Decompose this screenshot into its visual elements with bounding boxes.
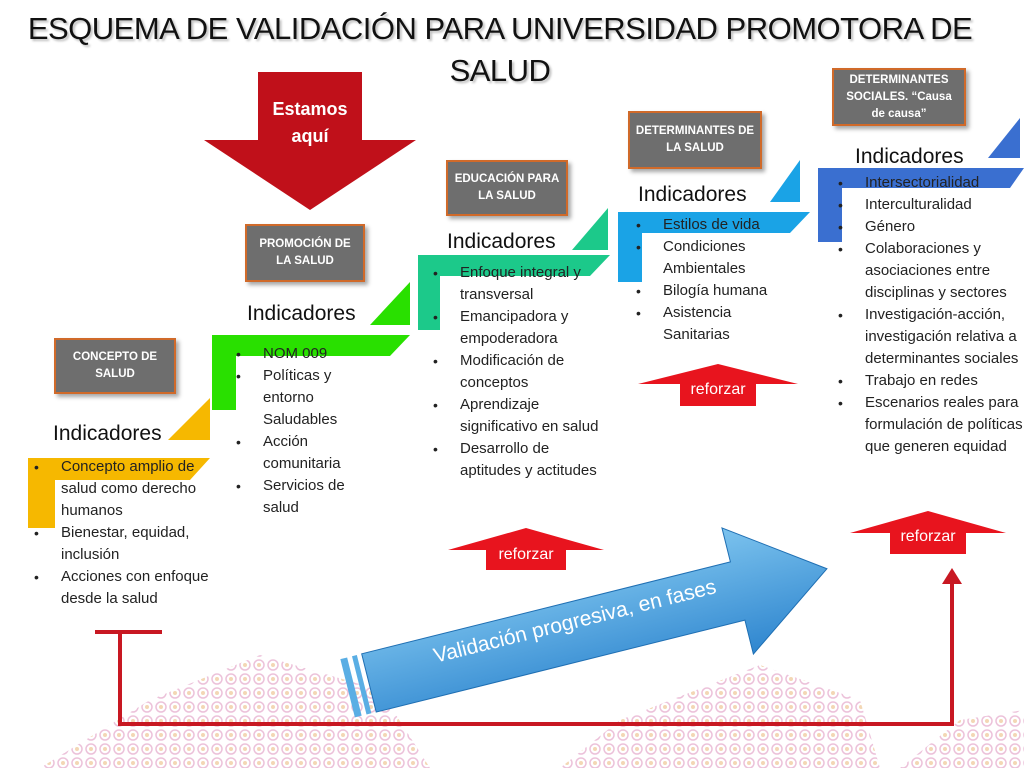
stage5-box: DETERMINANTES SOCIALES. “Causa de causa” (832, 68, 966, 126)
connector-line (95, 582, 954, 726)
list-item: Colaboraciones y asociaciones entre disc… (832, 238, 1024, 304)
reforzar-label-stage3: reforzar (498, 546, 554, 563)
list-item: Asistencia Sanitarias (630, 302, 800, 346)
list-item: Interculturalidad (832, 194, 1024, 216)
reforzar-arrow-stage5-shape (850, 511, 1006, 554)
reforzar-label-stage4: reforzar (690, 381, 746, 398)
stair-step-4-corner (770, 160, 800, 202)
pointer-label: Estamos aquí (272, 99, 348, 146)
pointer-arrow (204, 72, 416, 210)
progress-arrow (340, 527, 828, 718)
list-item: Condiciones Ambientales (630, 236, 800, 280)
list-item: Acción comunitaria (230, 431, 380, 475)
list-item: NOM 009 (230, 343, 380, 365)
stage1-list: Concepto amplio de salud como derecho hu… (28, 456, 214, 610)
reforzar-arrow-stage4-shape (638, 364, 798, 406)
list-item: Concepto amplio de salud como derecho hu… (28, 456, 214, 522)
list-item: Estilos de vida (630, 214, 800, 236)
stair-step-5-corner (988, 118, 1020, 158)
list-item: Políticas y entorno Saludables (230, 365, 380, 431)
list-item: Desarrollo de aptitudes y actitudes (427, 438, 607, 482)
stair-step-2-corner (370, 282, 410, 325)
dotted-mound-left (40, 655, 430, 768)
list-item: Investigación-acción, investigación rela… (832, 304, 1024, 370)
stage1-heading: Indicadores (53, 422, 162, 445)
list-item: Aprendizaje significativo en salud (427, 394, 607, 438)
list-item: Servicios de salud (230, 475, 380, 519)
reforzar-label-stage5: reforzar (900, 528, 956, 545)
stage2-list: NOM 009 Políticas y entorno Saludables A… (230, 343, 380, 519)
stage4-heading: Indicadores (638, 183, 747, 206)
stage2-box: PROMOCIÓN DE LA SALUD (245, 224, 365, 282)
reforzar-arrow-stage3-shape (448, 528, 604, 570)
list-item: Género (832, 216, 1024, 238)
list-item: Trabajo en redes (832, 370, 1024, 392)
list-item: Acciones con enfoque desde la salud (28, 566, 214, 610)
stage1-box: CONCEPTO DE SALUD (54, 338, 176, 394)
list-item: Bienestar, equidad, inclusión (28, 522, 214, 566)
dotted-mound-right (900, 710, 1024, 768)
list-item: Emancipadora y empoderadora (427, 306, 607, 350)
list-item: Intersectorialidad (832, 172, 1024, 194)
list-item: Bilogía humana (630, 280, 800, 302)
stage5-list: Intersectorialidad Interculturalidad Gén… (832, 172, 1024, 458)
stage4-list: Estilos de vida Condiciones Ambientales … (630, 214, 800, 346)
stage3-box: EDUCACIÓN PARA LA SALUD (446, 160, 568, 216)
list-item: Enfoque integral y transversal (427, 262, 607, 306)
list-item: Modificación de conceptos (427, 350, 607, 394)
list-item: Escenarios reales para formulación de po… (832, 392, 1024, 458)
stage4-box: DETERMINANTES DE LA SALUD (628, 111, 762, 169)
stair-step-1-corner (168, 398, 210, 440)
stage5-heading: Indicadores (855, 145, 964, 168)
dotted-mound-center (560, 665, 880, 768)
connector-arrowhead (942, 568, 962, 584)
stage3-list: Enfoque integral y transversal Emancipad… (427, 262, 607, 482)
stage2-heading: Indicadores (247, 302, 356, 325)
page-title: ESQUEMA DE VALIDACIÓN PARA UNIVERSIDAD P… (27, 11, 973, 88)
stair-step-3-corner (572, 208, 608, 250)
stage3-heading: Indicadores (447, 230, 556, 253)
